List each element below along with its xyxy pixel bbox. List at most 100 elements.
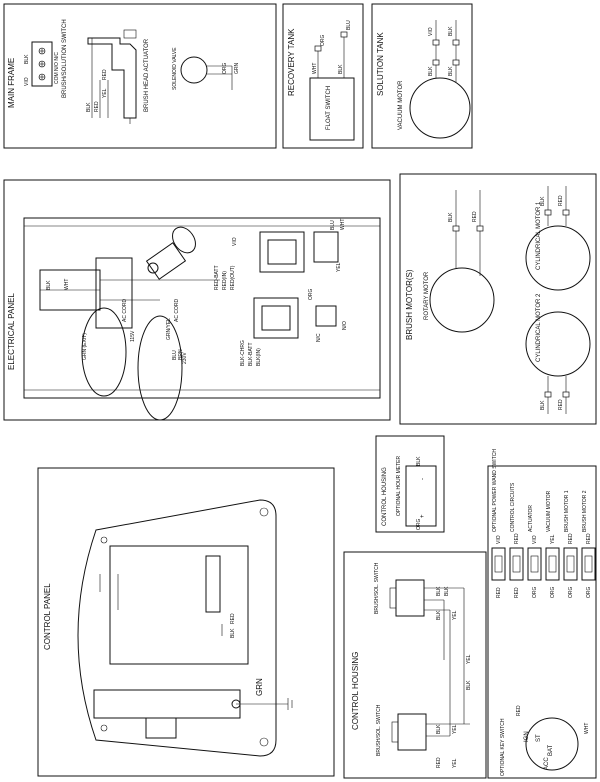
wire-label: RED [558,195,564,206]
wire-label: YEL [102,88,108,98]
wire-label: RED [516,705,522,716]
panel-label: 115V [130,330,136,342]
relay-upper [259,231,305,273]
switch-column-label: CONTROL CIRCUITS [510,482,516,532]
recovery-tank-section: RECOVERY TANK FLOAT SWITCH WHT ORG BLK B… [282,3,364,149]
wire-label: BLK [448,26,454,36]
main-frame-section: MAIN FRAME COM N/O N/C BRUSH/SOLUTION SW… [3,3,277,149]
cylindrical-motor-2 [525,311,591,377]
wire-label: BLK [540,196,546,206]
brush-motors-title: BRUSH MOTOR(S) [405,269,414,340]
brush-motors-section: BRUSH MOTOR(S) ROTARY MOTOR CYLINDRICAL … [399,173,597,425]
brush-sol-switch-bottom [397,713,427,751]
panel-label: BLK-CHRG [240,340,246,366]
panel-label: RED(IN) [222,271,228,290]
key-switch: OPTIONAL KEY SWITCH IGN ST BAT ACC WHT R… [500,705,590,776]
panel-label: AC CORD [174,299,180,322]
panel-label: BRN [178,349,184,360]
wire-label: WHT [312,63,318,74]
wire-label: YEL [452,610,458,620]
key-switch-body [525,717,579,771]
panel-label: BLK-BATT [248,342,254,366]
vacuum-motor [409,77,471,139]
wire-label: RED [230,613,236,624]
wire-label: BLK [448,66,454,76]
wire-label: RED [436,757,442,768]
rocker-switch [545,547,560,581]
solenoid-label: SOLENOID VALVE [172,47,178,90]
control-housing-top-title: CONTROL HOUSING [382,467,388,526]
ac-cord-230v [137,315,183,421]
switch-column-label: BRUSH MOTOR 1 [564,490,570,532]
cyl1-label: CYLINDRICAL MOTOR 1 [536,201,542,270]
switch-strip-section: OPTIONAL POWER WAND SWITCHVIOREDCONTROL … [487,449,597,779]
panel-label: BLK [46,280,52,290]
wire-label: ORG [586,587,592,599]
electrical-panel-section: ELECTRICAL PANEL BLK WHT GRN (EXIT) 115V… [3,179,391,421]
key-position-label: IGN [524,731,530,742]
wire-label: RED [558,399,564,410]
wire-label: RED [586,533,592,544]
panel-label: BLU [172,350,178,360]
relay-lower [253,297,299,339]
wire-label: BLU [346,20,352,30]
panel-label: RED-BATT [214,265,220,290]
terminal-block [313,231,339,263]
hour-meter-label: OPTIONAL HOUR METER [396,456,402,516]
wire-label: ORG [222,63,228,75]
wire-label: BLK [436,586,442,596]
key-position-label: ACC [544,757,550,770]
wire-label: ORG [320,35,326,47]
panel-label: N/C [316,333,322,342]
panel-label: GRN (EXIT) [82,333,88,360]
cylindrical-motor-1 [525,225,591,291]
wire-label: BLK [444,586,450,596]
control-panel-title: CONTROL PANEL [43,583,52,650]
switch-terminal-labels: COM N/O N/C [54,52,60,84]
solution-tank-title: SOLUTION TANK [376,32,385,96]
switch-column-label: VACUUM MOTOR [546,490,552,532]
panel-label: VIO [232,237,238,246]
wire-label: BLK [466,680,472,690]
wire-label: VIO [496,535,502,544]
wire-label: ORG [550,587,556,599]
wire-label: RED [472,211,478,222]
rocker-switch-inner [494,555,503,573]
rocker-switch-inner [566,555,575,573]
panel-label: GRN/YEL [166,318,172,340]
polarity-minus: - [420,478,426,480]
rocker-switch [491,547,506,581]
wire-label: YEL [466,654,472,664]
panel-label: WHT [340,219,346,230]
rotary-motor [429,267,495,333]
control-housing-top-section: CONTROL HOUSING OPTIONAL HOUR METER + - … [375,435,445,533]
wire-label: BLK [436,610,442,620]
vacuum-motor-label: VACUUM MOTOR [398,80,404,130]
wire-label: ORG [568,587,574,599]
rocker-switch [581,547,596,581]
wire-label: BLK [436,724,442,734]
wire-label: YEL [452,724,458,734]
switch-label: BRUSH/SOLUTION SWITCH [62,19,68,98]
rocker-switch [527,547,542,581]
solution-tank-section: SOLUTION TANK VACUUM MOTOR VIO BLK BLK B… [371,3,473,149]
cyl2-label: CYLINDRICAL MOTOR 2 [536,293,542,362]
key-position-label: BAT [548,744,554,756]
float-switch [309,77,355,141]
float-switch-label: FLOAT SWITCH [326,86,332,130]
control-housing-main-title: CONTROL HOUSING [351,652,360,730]
wire-label: BLK [416,456,422,466]
brush-solution-switch [31,41,53,87]
key-switch-label: OPTIONAL KEY SWITCH [500,718,506,776]
rocker-switch [563,547,578,581]
panel-label: WHT [64,279,70,290]
hour-meter [405,465,437,527]
actuator-label: BRUSH HEAD ACTUATOR [144,38,150,112]
control-panel-housing [77,499,277,757]
rotary-motor-label: ROTARY MOTOR [424,271,430,320]
panel-label: YEL [336,262,342,272]
polarity-plus: + [420,514,426,518]
wire-label: BLK [448,212,454,222]
wire-label: BLK [540,400,546,410]
